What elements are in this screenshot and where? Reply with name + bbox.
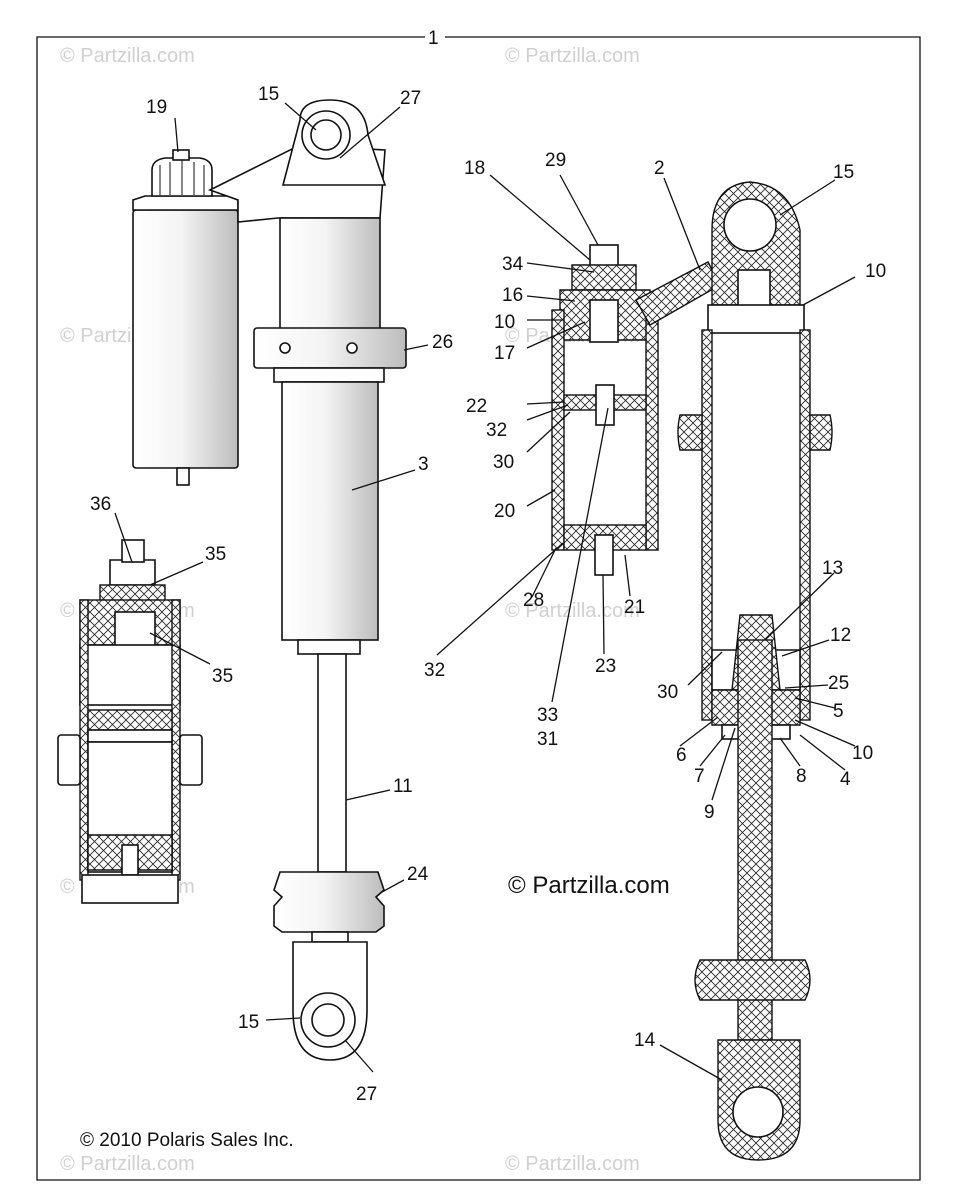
callout-1: 1 — [428, 28, 439, 49]
bumper-section — [694, 959, 811, 1001]
callout-20: 20 — [494, 501, 515, 522]
callout-3: 3 — [418, 454, 429, 475]
reservoir-section — [551, 244, 721, 576]
callout-18: 18 — [464, 158, 485, 179]
preload-collar — [253, 327, 407, 369]
callout-10: 10 — [494, 312, 515, 333]
callouts: 1 19 15 27 26 3 11 24 15 27 36 35 35 18 … — [90, 28, 886, 1105]
main-cylinder — [281, 381, 379, 641]
callout-35: 35 — [212, 666, 233, 687]
reservoir-section-small — [57, 539, 203, 904]
callout-15: 15 — [833, 162, 854, 183]
callout-7: 7 — [694, 766, 705, 787]
knob-top — [172, 149, 190, 161]
reservoir-cap — [132, 195, 239, 211]
callout-9: 9 — [704, 802, 715, 823]
main-body-section — [677, 181, 833, 1161]
callout-15: 15 — [258, 84, 279, 105]
collar-ring — [273, 367, 385, 383]
bump-stop — [273, 871, 385, 933]
seal-head — [297, 639, 361, 655]
callout-32: 32 — [424, 660, 445, 681]
callout-27: 27 — [400, 88, 421, 109]
callout-12: 12 — [830, 625, 851, 646]
callout-10: 10 — [865, 261, 886, 282]
leader-lines — [114, 102, 856, 1081]
callout-25: 25 — [828, 673, 849, 694]
callout-27: 27 — [356, 1084, 377, 1105]
callout-19: 19 — [146, 97, 167, 118]
watermark: © Partzilla.com — [60, 1153, 195, 1175]
callout-15: 15 — [238, 1012, 259, 1033]
main-body-upper — [279, 217, 381, 339]
frame-border — [36, 36, 921, 1181]
watermark: © Partzilla.com — [505, 1153, 640, 1175]
callout-4: 4 — [840, 769, 851, 790]
watermark: © Partzilla.com — [505, 600, 640, 622]
callout-36: 36 — [90, 494, 111, 515]
callout-33: 33 — [537, 705, 558, 726]
reservoir-body — [132, 209, 239, 469]
callout-22: 22 — [466, 396, 487, 417]
shaft — [317, 653, 347, 873]
watermark: © Partzilla.com — [60, 45, 195, 67]
callout-26: 26 — [432, 332, 453, 353]
callout-30: 30 — [493, 452, 514, 473]
callout-28: 28 — [523, 590, 544, 611]
footer-copyright: © 2010 Polaris Sales Inc. — [80, 1130, 294, 1151]
callout-35: 35 — [205, 544, 226, 565]
reservoir-cap-section — [571, 264, 637, 291]
callout-23: 23 — [595, 656, 616, 677]
callout-11: 11 — [393, 776, 413, 797]
callout-6: 6 — [676, 745, 687, 766]
callout-30: 30 — [657, 682, 678, 703]
callout-17: 17 — [494, 343, 515, 364]
callout-2: 2 — [654, 158, 665, 179]
callout-31: 31 — [537, 729, 558, 750]
shock-external-view — [132, 99, 407, 1061]
callout-21: 21 — [624, 597, 645, 618]
callout-16: 16 — [502, 285, 523, 306]
callout-24: 24 — [407, 864, 429, 885]
callout-34: 34 — [502, 254, 524, 275]
callout-10: 10 — [852, 743, 873, 764]
center-copyright: © Partzilla.com — [508, 872, 670, 899]
callout-13: 13 — [822, 558, 843, 579]
callout-29: 29 — [545, 150, 566, 171]
callout-32: 32 — [486, 420, 507, 441]
watermark: © Partzilla.com — [505, 45, 640, 67]
callout-5: 5 — [833, 701, 844, 722]
callout-8: 8 — [796, 766, 807, 787]
callout-14: 14 — [634, 1030, 656, 1051]
reservoir-stem — [176, 467, 190, 486]
